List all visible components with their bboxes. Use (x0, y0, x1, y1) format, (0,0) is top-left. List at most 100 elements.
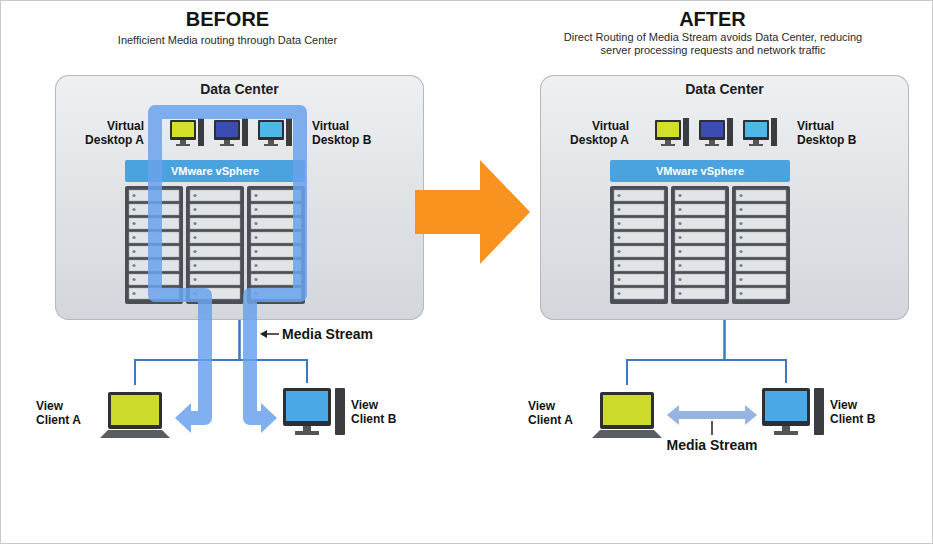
rack-led (132, 264, 135, 267)
laptop-icon (100, 392, 170, 438)
rack (732, 186, 790, 304)
screen (260, 122, 282, 137)
screen-frame (699, 120, 725, 140)
screen (765, 391, 807, 421)
desktop-label: Virtual Desktop B (797, 120, 869, 148)
rack-led (617, 278, 620, 281)
leader-line (711, 421, 713, 435)
rack-led (254, 236, 257, 239)
rack-led (254, 278, 257, 281)
screen (111, 395, 159, 425)
tower (286, 118, 292, 146)
rack-slot (614, 274, 664, 285)
screen-frame (108, 392, 162, 429)
rack-led (678, 236, 681, 239)
stand-base (749, 144, 763, 146)
screen-frame (214, 120, 240, 140)
rack-led (678, 222, 681, 225)
rack-led (132, 222, 135, 225)
rack-led (617, 292, 620, 295)
screen-frame (258, 120, 284, 140)
platform-bar: VMware vSphere (610, 160, 790, 182)
virtual-desktop-icon (743, 118, 777, 146)
panel-title: BEFORE (55, 8, 400, 31)
stand (665, 140, 671, 144)
rack-slot (736, 246, 786, 257)
stand-base (295, 431, 319, 435)
tower (814, 388, 824, 435)
screen (216, 122, 238, 137)
rack-led (193, 208, 196, 211)
box-title: Data Center (540, 81, 909, 97)
rack-slot (675, 190, 725, 201)
virtual-desktop-icon (699, 118, 733, 146)
rack-led (193, 222, 196, 225)
rack-led (739, 278, 742, 281)
stand-base (220, 144, 234, 146)
desktop-computer-icon (762, 388, 824, 435)
screen-frame (170, 120, 196, 140)
keyboard-base (592, 430, 662, 438)
rack-slot (190, 190, 240, 201)
screen-frame (655, 120, 681, 140)
rack-led (254, 250, 257, 253)
stand (268, 140, 274, 144)
client-label: View Client B (351, 399, 411, 427)
client-label: View Client A (36, 400, 96, 428)
rack-slot (190, 260, 240, 271)
network-line (725, 320, 787, 383)
panel-title: AFTER (540, 8, 885, 31)
virtual-desktop-icon (214, 118, 248, 146)
rack-led (678, 208, 681, 211)
rack-slot (675, 218, 725, 229)
rack-led (739, 264, 742, 267)
rack-slot (675, 260, 725, 271)
bar-label: VMware vSphere (171, 165, 259, 178)
rack-led (254, 208, 257, 211)
rack-led (193, 236, 196, 239)
rack-led (132, 194, 135, 197)
rack-slot (190, 204, 240, 215)
desktop-label: Virtual Desktop A (74, 120, 144, 148)
rack-led (132, 208, 135, 211)
callout-label: Media Stream (282, 326, 398, 342)
screen-frame (600, 392, 654, 429)
keyboard-base (100, 430, 170, 438)
network-line (135, 320, 240, 385)
screen (286, 391, 328, 421)
rack-slot (190, 246, 240, 257)
stand (782, 426, 790, 431)
rack-led (739, 194, 742, 197)
rack-led (739, 292, 742, 295)
rack-led (132, 236, 135, 239)
rack-slot (736, 190, 786, 201)
virtual-desktop-icon (258, 118, 292, 146)
rack-led (678, 264, 681, 267)
rack-slot (736, 274, 786, 285)
server-racks (610, 186, 790, 304)
media-stream (155, 112, 300, 418)
panel-subtitle: Direct Routing of Media Stream avoids Da… (548, 31, 878, 56)
network-line (627, 320, 725, 385)
tower (683, 118, 689, 146)
rack (186, 186, 244, 304)
rack-slot (675, 232, 725, 243)
rack-slot (736, 288, 786, 299)
media-stream (679, 411, 745, 419)
box-title: Data Center (55, 81, 424, 97)
rack-led (678, 292, 681, 295)
rack-led (132, 278, 135, 281)
rack-led (193, 278, 196, 281)
tower (771, 118, 777, 146)
rack-led (193, 250, 196, 253)
rack-slot (675, 288, 725, 299)
tower (335, 388, 345, 435)
stand-base (661, 144, 675, 146)
rack-led (617, 208, 620, 211)
rack-led (193, 194, 196, 197)
rack-led (678, 250, 681, 253)
desktop-label: Virtual Desktop A (559, 120, 629, 148)
